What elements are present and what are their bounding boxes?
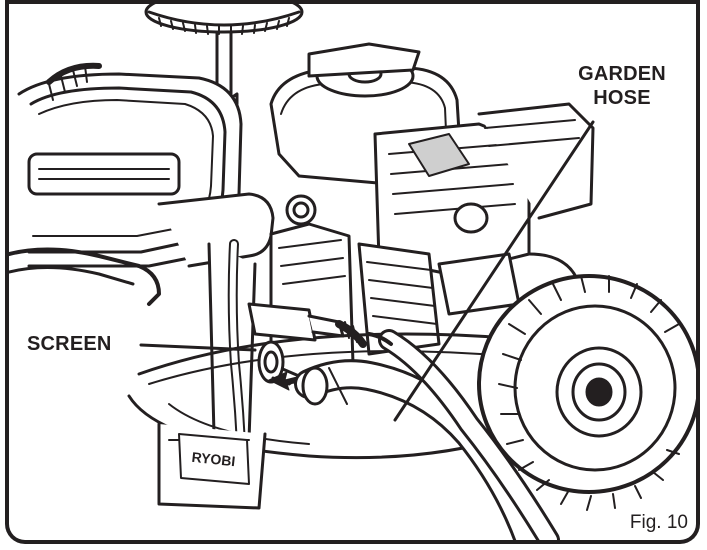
inlet-coupling (247, 302, 367, 386)
screen-callout: SCREEN (27, 333, 112, 355)
engine-cylinder (357, 242, 581, 356)
garden-hose-callout: GARDEN HOSE (557, 62, 687, 110)
screen-leader (139, 343, 257, 352)
brand-plate (178, 433, 250, 485)
wheel (477, 274, 696, 511)
garden-hose-callout-line1: GARDEN (578, 63, 666, 85)
garden-hose-leader (393, 120, 595, 422)
figure-frame: RYOBI GARDEN HOSE SCREEN Fig. 10 (5, 4, 700, 544)
garden-hose-callout-line2: HOSE (593, 87, 651, 109)
garden-hose (294, 329, 560, 540)
pressure-washer-illustration: RYOBI (9, 4, 696, 540)
engine-block (269, 42, 595, 276)
brand-mark-text: RYOBI (191, 449, 236, 469)
handle-bar (9, 192, 275, 306)
figure-label: Fig. 10 (629, 512, 688, 533)
